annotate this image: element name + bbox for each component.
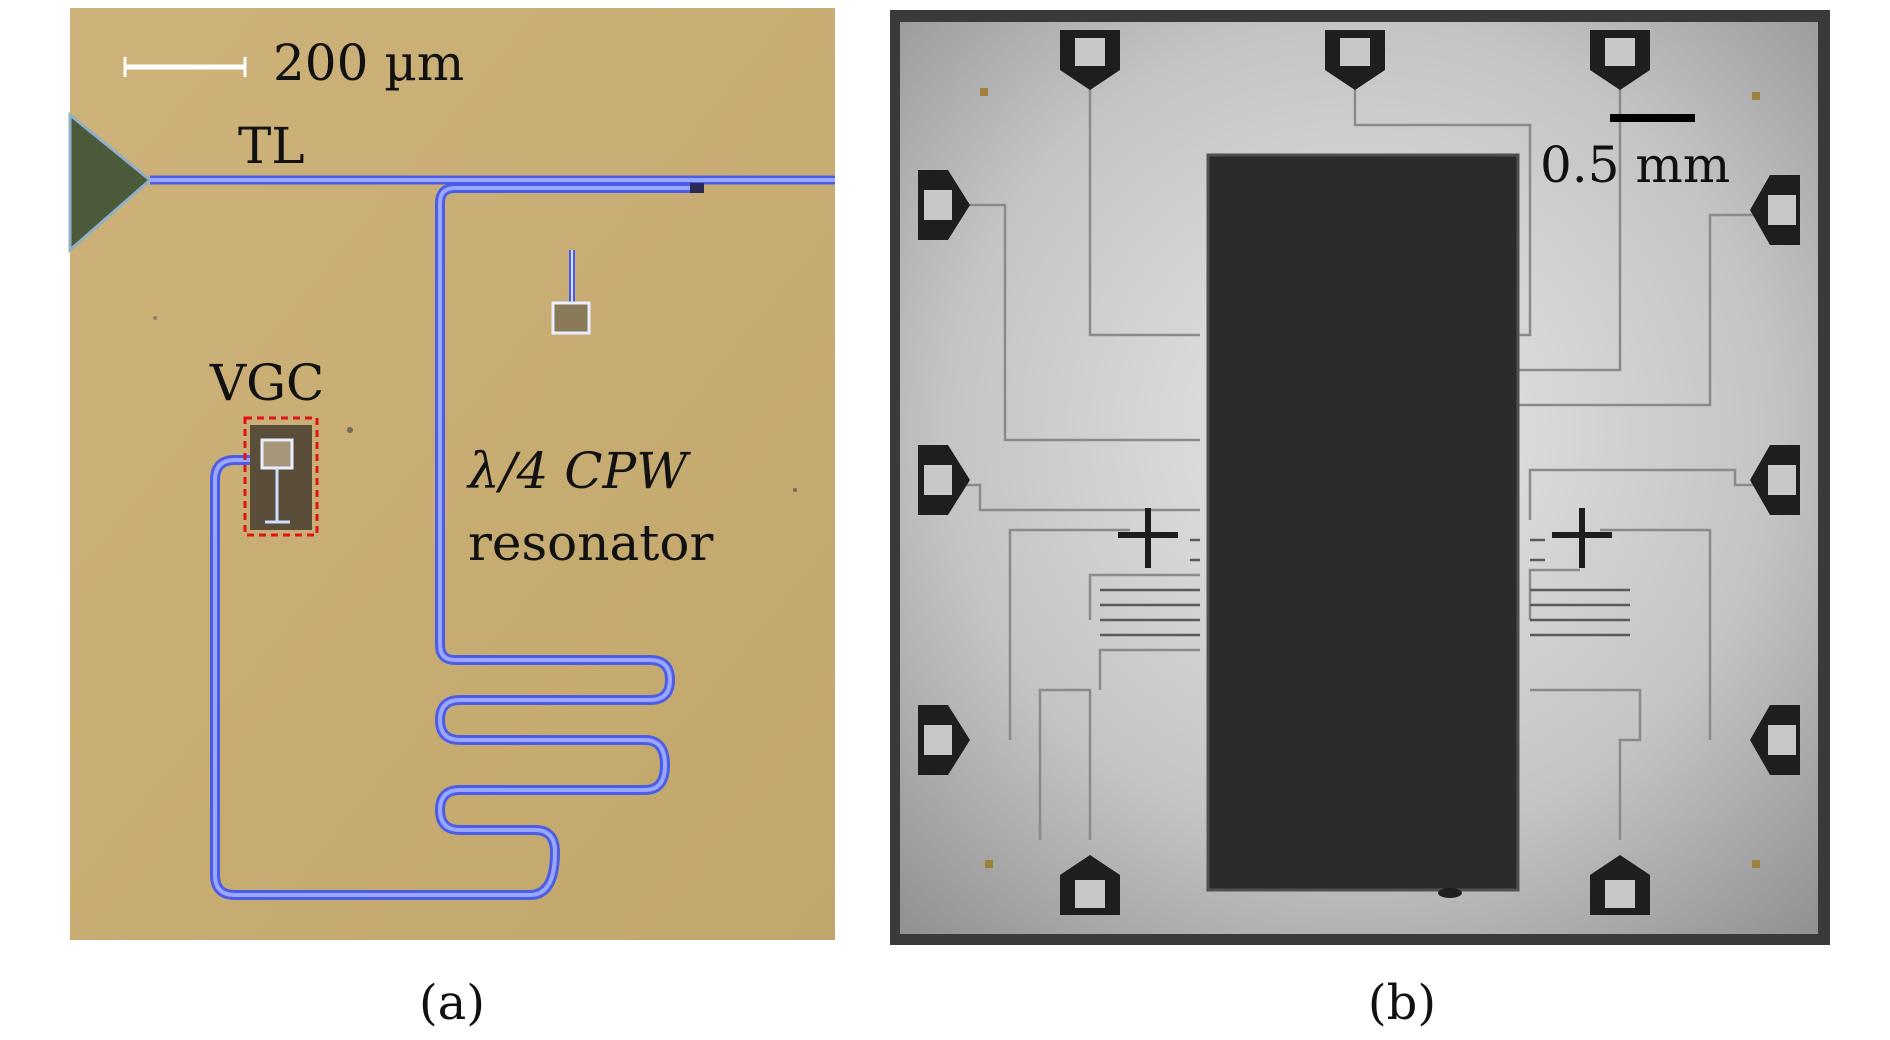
panel-a-substrate [70, 8, 835, 940]
panel-b-scale-label: 0.5 mm [1540, 136, 1730, 194]
corner-markers [980, 88, 1760, 868]
alignment-cross-left [1118, 508, 1178, 568]
test-structure [551, 250, 591, 335]
panel-a-scale-bar [123, 57, 247, 77]
panel-a-scale-label: 200 µm [273, 34, 464, 92]
vgc-structure [250, 425, 312, 530]
resonator-coupler [210, 183, 700, 900]
bond-pad-centers [924, 38, 1796, 908]
resonator-label-line2: resonator [468, 514, 713, 572]
vgc-highlight-box [243, 416, 319, 537]
tl-label: TL [238, 117, 305, 175]
launcher-taper [68, 111, 153, 254]
panel-b-caption: (b) [1367, 975, 1437, 1031]
panel-a-caption: (a) [418, 975, 486, 1031]
chip-traces [960, 85, 1760, 840]
vgc-label: VGC [209, 354, 324, 412]
alignment-cross-right [1552, 508, 1612, 568]
resonator-label-line1: λ/4 CPW [466, 442, 691, 500]
chip-meanders [1100, 538, 1630, 637]
chip-dark-block [1208, 155, 1518, 890]
coupler-end [690, 183, 704, 193]
